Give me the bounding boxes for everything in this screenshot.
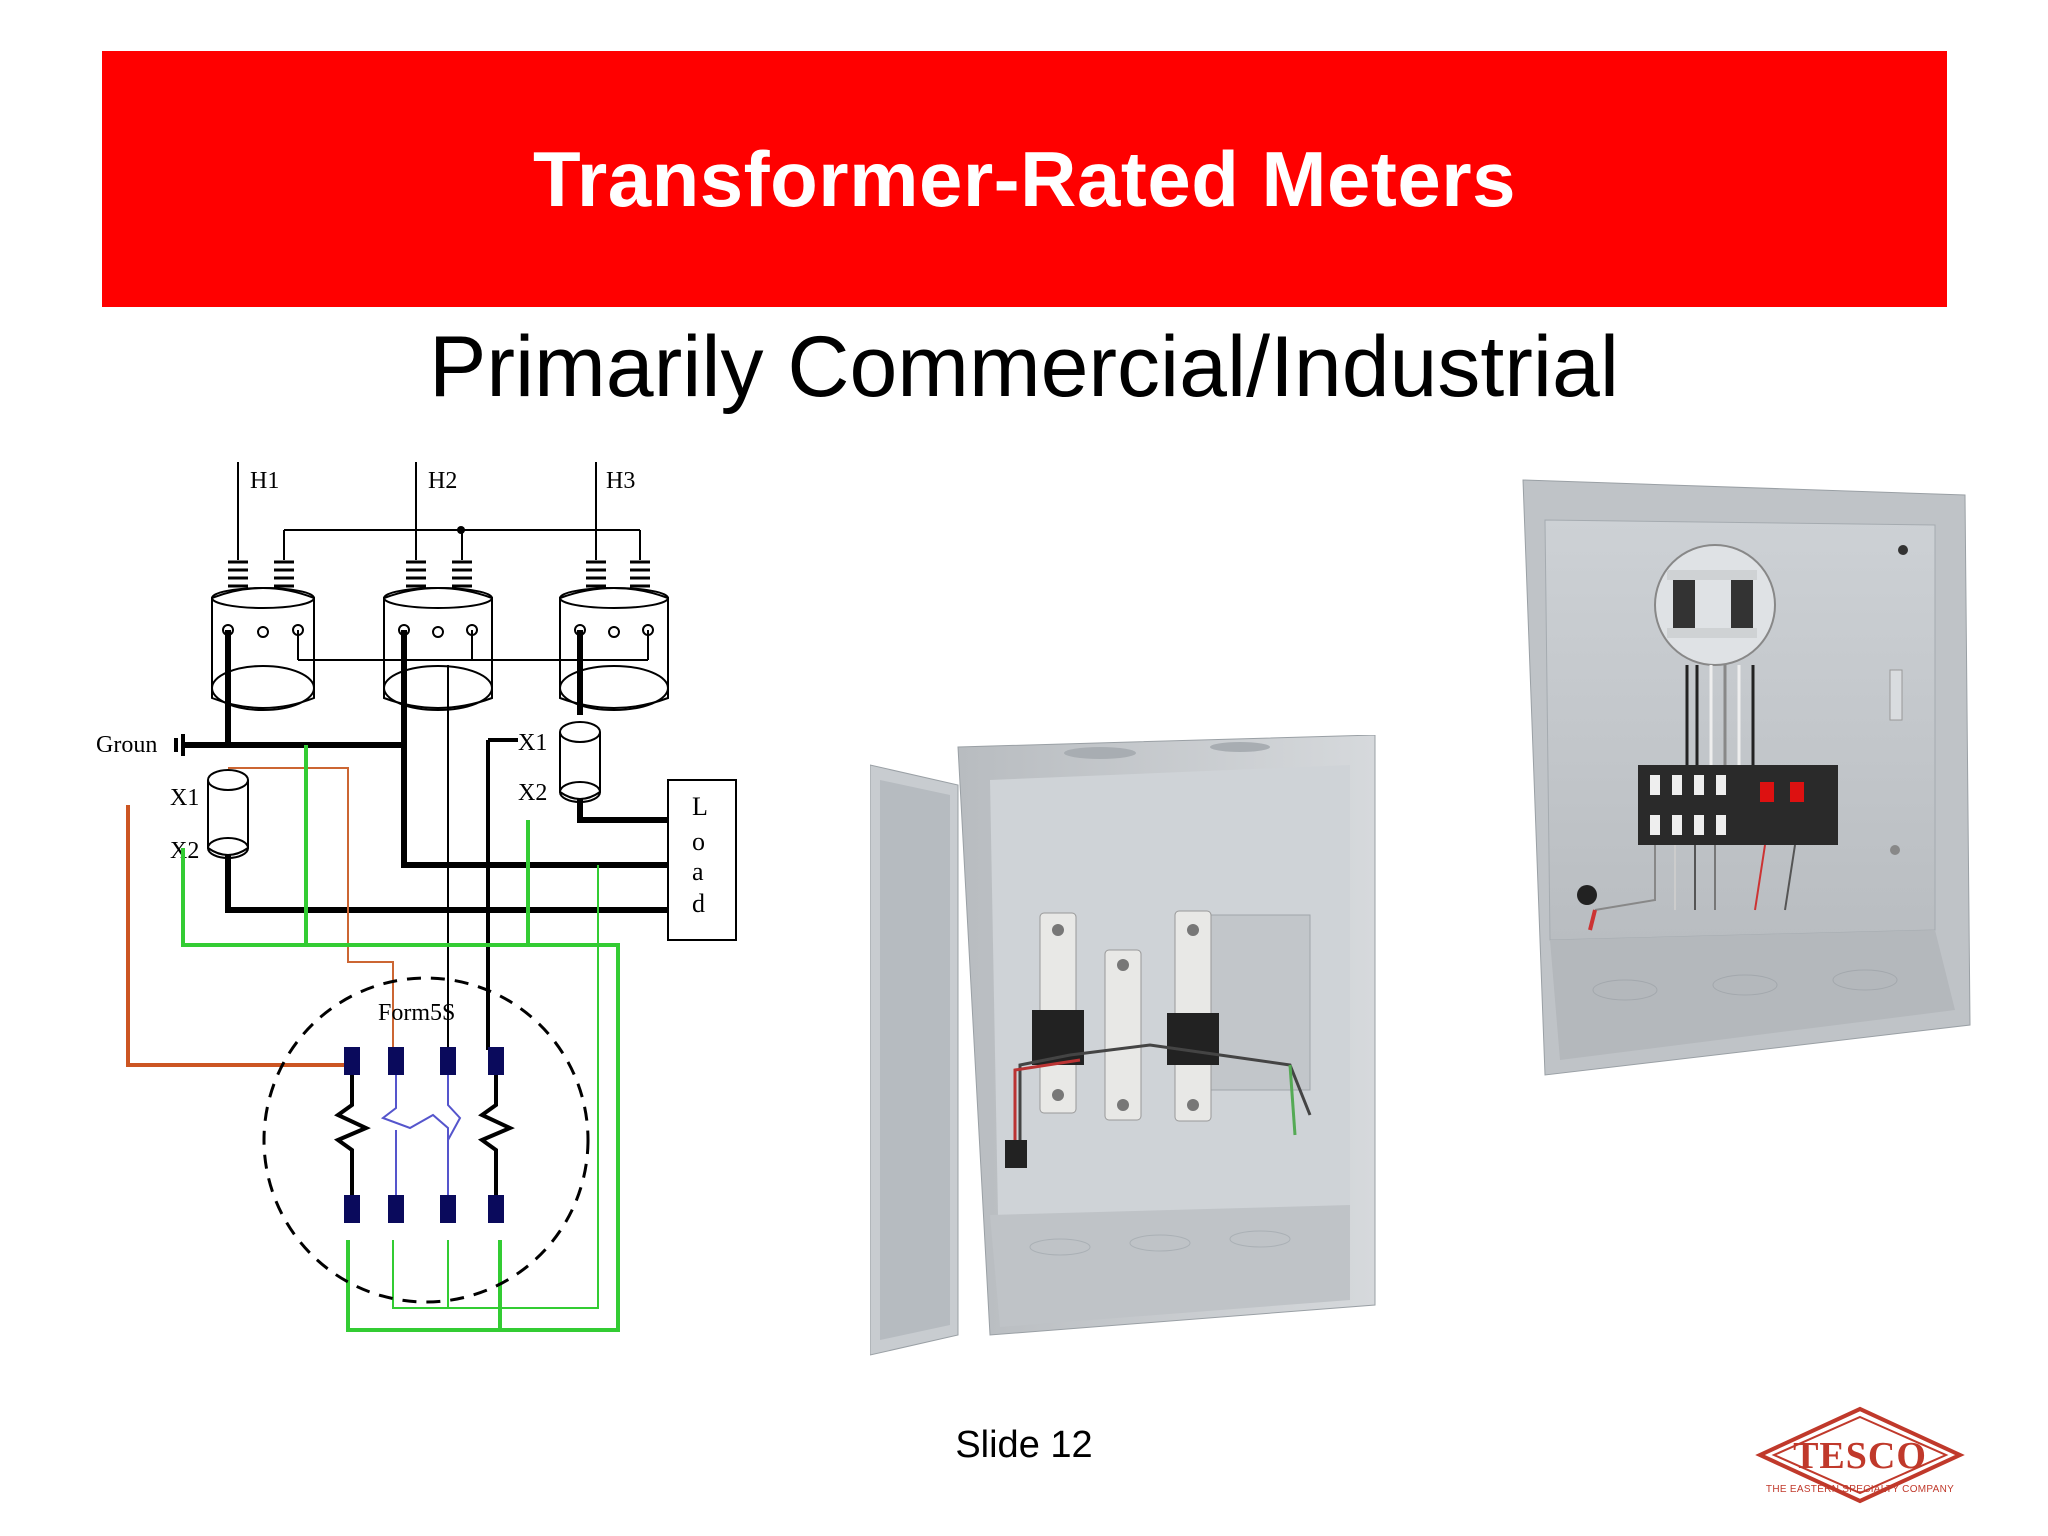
transformer-1 — [211, 560, 315, 711]
label-h2: H2 — [428, 468, 457, 494]
load-letter-4: d — [692, 889, 705, 918]
ct-right — [559, 721, 601, 803]
meter-form-circle — [262, 976, 590, 1304]
ct-left — [207, 769, 249, 859]
label-h3: H3 — [606, 468, 635, 494]
wiring-diagram: H1 H2 H3 — [96, 462, 737, 1332]
slide-number: Slide 12 — [955, 1424, 1093, 1466]
load-letter-2: o — [692, 827, 705, 856]
meter-terminals-top — [344, 1047, 504, 1075]
label-form: Form5S — [378, 1000, 455, 1026]
load-box — [667, 779, 737, 941]
load-letter-1: L — [692, 792, 708, 821]
label-h1: H1 — [250, 468, 279, 494]
slide-subtitle: Primarily Commercial/Industrial — [429, 319, 1619, 415]
title-banner: Transformer-Rated Meters — [102, 51, 1947, 307]
label-x2-right: X2 — [518, 780, 547, 806]
meter-enclosure-with-test-switch-photo — [1522, 479, 1971, 1076]
tesco-diamond-logo-icon: TESCO — [1755, 1406, 1965, 1504]
transformer-2 — [383, 560, 493, 711]
logo-text: TESCO — [1793, 1435, 1927, 1477]
label-x1-right: X1 — [518, 730, 547, 756]
label-x1-left: X1 — [170, 785, 199, 811]
slide-title: Transformer-Rated Meters — [533, 134, 1516, 223]
label-ground: Groun — [96, 732, 157, 758]
load-letter-3: a — [692, 857, 704, 886]
open-socket-enclosure-photo — [870, 735, 1376, 1356]
transformer-3 — [559, 560, 669, 711]
meter-terminals-bottom — [344, 1195, 504, 1223]
logo-tagline: THE EASTERN SPECIALTY COMPANY — [1765, 1484, 1955, 1495]
